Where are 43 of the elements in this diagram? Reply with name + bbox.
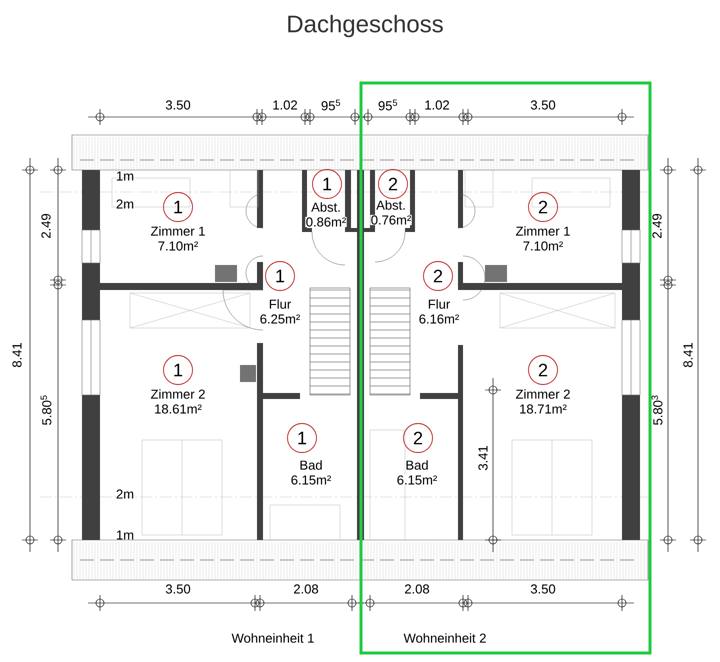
room-area: 6.15m² xyxy=(397,475,437,485)
dimension-label: 3.50 xyxy=(166,100,190,110)
room-area: 0.86m² xyxy=(306,217,346,227)
room-area: 6.16m² xyxy=(419,314,459,324)
dimension-label: 1.02 xyxy=(273,100,297,110)
dimension-label: 2.49 xyxy=(41,214,51,238)
dimension-label: 3.41 xyxy=(478,446,488,470)
dimension-label: 3.50 xyxy=(166,584,190,594)
room-name: Zimmer 2 xyxy=(516,389,570,399)
dimension-label: 3.50 xyxy=(530,100,556,110)
room-name: Zimmer 1 xyxy=(150,226,205,236)
room-area: 6.15m² xyxy=(291,475,331,485)
room-name: Zimmer 1 xyxy=(516,226,570,236)
dimension-label: 2.08 xyxy=(294,584,318,594)
room-area: 7.10m² xyxy=(158,241,198,251)
room-name: Abst. xyxy=(311,202,340,212)
title: Dachgeschoss xyxy=(288,14,443,38)
height-mark: 1m xyxy=(116,530,134,540)
room-name: Flur xyxy=(270,299,291,309)
room-area: 18.61m² xyxy=(155,404,202,414)
dimension-label: 1.02 xyxy=(425,100,449,110)
room-name: Abst. xyxy=(376,200,405,210)
dimension-label: 95$^{5}$ xyxy=(322,100,340,110)
height-mark: 1m xyxy=(116,172,134,180)
dimension-label: 8.41 xyxy=(683,342,693,368)
height-mark: 2m xyxy=(116,489,134,499)
room-area: 6.25m² xyxy=(260,314,300,324)
room-area: 0.76m² xyxy=(371,215,411,225)
room-name: Flur xyxy=(428,299,450,309)
room-area: 18.71m² xyxy=(520,404,567,414)
height-mark: 2m xyxy=(116,199,134,209)
unit-label: Wohneinheit 1 xyxy=(232,633,314,643)
room-name: Zimmer 2 xyxy=(150,389,205,399)
dimension-label: 95$^{5}$ xyxy=(378,100,398,110)
dimension-label: 8.41 xyxy=(12,342,22,368)
dimension-label: 2.49 xyxy=(652,214,662,238)
dimension-label: 2.08 xyxy=(405,584,430,594)
room-area: 7.10m² xyxy=(523,241,563,251)
room-name: Bad xyxy=(300,460,322,470)
dimension-label: 3.50 xyxy=(530,584,556,594)
room-name: Bad xyxy=(406,460,428,470)
dimension-label: 5.80$^{3}$ xyxy=(652,395,662,425)
dimension-label: 5.80$^{5}$ xyxy=(40,395,52,425)
